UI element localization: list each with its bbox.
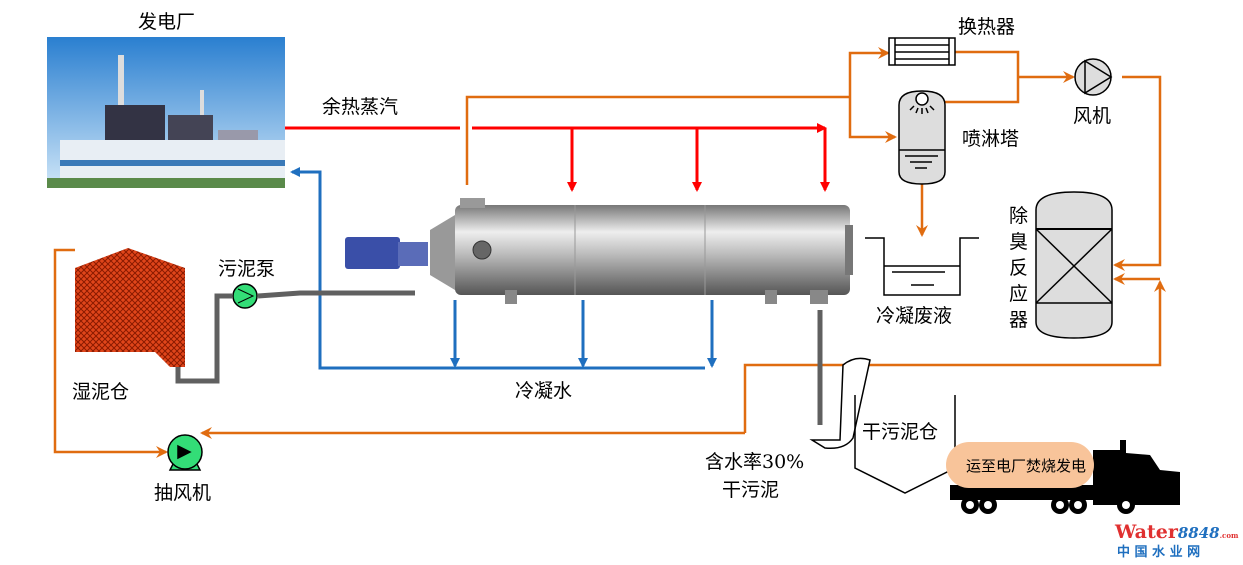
condensate-lines	[290, 167, 717, 370]
svg-text:应: 应	[1009, 283, 1028, 305]
fan-icon	[1074, 58, 1113, 96]
svg-text:中 国 水 业 网: 中 国 水 业 网	[1117, 544, 1200, 560]
svg-text:除: 除	[1009, 205, 1028, 227]
heat-exchanger	[888, 37, 956, 66]
power-plant-label: 发电厂	[138, 11, 195, 33]
sludge-pump-icon	[232, 283, 258, 309]
moisture-label: 含水率30%	[705, 451, 804, 473]
steam-lines	[285, 123, 830, 192]
watermark-logo: Water8848.com 中 国 水 业 网	[1114, 521, 1239, 560]
fan-label: 风机	[1073, 105, 1111, 127]
exhaust-fan-icon	[167, 434, 203, 471]
truck-icon	[946, 440, 1180, 514]
dry-sludge-bin-label: 干污泥仓	[862, 421, 938, 443]
deodorization-reactor	[1035, 191, 1113, 339]
dry-sludge-label: 干污泥	[722, 479, 779, 501]
condensate-waste-tank	[865, 237, 979, 296]
svg-text:器: 器	[1009, 309, 1028, 331]
dry-sludge-bin	[854, 395, 956, 494]
heat-exchanger-label: 换热器	[958, 16, 1015, 38]
truck-label: 运至电厂焚烧发电	[966, 457, 1086, 475]
svg-text:臭: 臭	[1009, 231, 1028, 253]
sludge-pipe	[175, 290, 823, 425]
exhaust-fan-label: 抽风机	[154, 482, 211, 504]
waste-heat-steam-label: 余热蒸汽	[322, 96, 398, 118]
condensate-waste-label: 冷凝废液	[876, 305, 952, 327]
svg-text:Water8848.com: Water8848.com	[1114, 521, 1239, 543]
svg-text:反: 反	[1009, 257, 1028, 279]
condensate-water-label: 冷凝水	[515, 380, 572, 402]
deodorization-reactor-label: 除 臭 反 应 器	[1009, 205, 1028, 331]
spray-tower	[898, 90, 946, 185]
exhaust-air-lines	[53, 47, 1166, 458]
spray-tower-label: 喷淋塔	[962, 128, 1019, 150]
sludge-dryer-drum	[345, 198, 853, 304]
wet-sludge-bin-label: 湿泥仓	[72, 381, 129, 403]
sludge-pump-label: 污泥泵	[218, 258, 275, 280]
power-plant-image	[47, 37, 285, 188]
wet-sludge-bin	[75, 248, 185, 367]
